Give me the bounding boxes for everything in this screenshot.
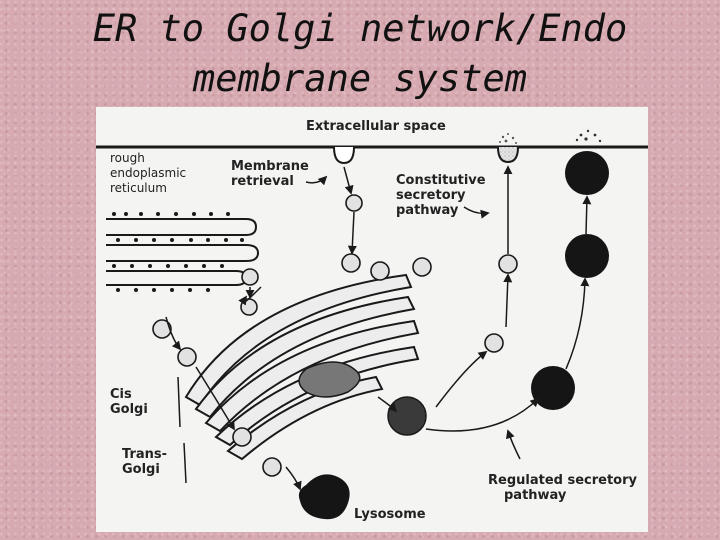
label-trans-golgi-line1: Trans-: [122, 447, 168, 462]
label-trans-golgi: Trans- Golgi: [122, 447, 167, 477]
trans-bracket: [183, 442, 187, 484]
secretory-granule: [531, 366, 575, 410]
label-constitutive-pathway: Constitutive secretory pathway: [396, 173, 486, 218]
golgi-stack: [184, 273, 420, 461]
constitutive-arrow: [463, 206, 490, 219]
cis-bracket: [177, 376, 181, 428]
title-line-1: ER to Golgi network/Endo: [92, 7, 628, 50]
label-rough-er: rough endoplasmic reticulum: [110, 151, 186, 196]
er-ribosomes: [112, 212, 244, 292]
label-extracellular-space: Extracellular space: [306, 119, 446, 134]
secretory-granule: [565, 151, 609, 195]
label-rough-er-line1: rough: [110, 151, 145, 165]
label-membrane-retrieval-line1: Membrane: [231, 159, 309, 174]
label-regulated-line2: pathway: [504, 488, 567, 503]
label-rough-er-line2: endoplasmic: [110, 166, 187, 180]
label-constitutive-line1: Constitutive: [396, 173, 486, 188]
endocytic-pit: [333, 146, 355, 165]
secretory-granule: [565, 234, 609, 278]
slide-title: ER to Golgi network/Endo membrane system: [0, 4, 720, 104]
label-cis-golgi: Cis Golgi: [110, 387, 148, 417]
title-line-2: membrane system: [192, 57, 528, 100]
label-membrane-retrieval-line2: retrieval: [231, 174, 294, 189]
regulated-exocytosis: [575, 129, 602, 143]
label-regulated-line1: Regulated secretory: [488, 473, 637, 488]
label-cis-golgi-line2: Golgi: [110, 402, 148, 417]
immature-granule: [387, 396, 427, 436]
regulated-arrow: [506, 429, 521, 460]
label-membrane-retrieval: Membrane retrieval: [231, 159, 309, 189]
label-trans-golgi-line2: Golgi: [122, 462, 160, 477]
transport-vesicles: [152, 194, 518, 477]
lysosome-shape: [298, 474, 350, 520]
condensing-vacuole: [298, 361, 361, 398]
label-constitutive-line3: pathway: [396, 203, 459, 218]
label-rough-er-line3: reticulum: [110, 181, 167, 195]
er-golgi-diagram: Extracellular space rough endoplasmic re…: [96, 107, 648, 532]
label-cis-golgi-line1: Cis: [110, 387, 132, 402]
retrieval-arrow: [305, 175, 328, 186]
label-constitutive-line2: secretory: [396, 188, 466, 203]
rough-er: [106, 218, 260, 286]
constitutive-exocytosis: [499, 133, 517, 144]
label-regulated-pathway: Regulated secretory pathway: [488, 473, 637, 503]
label-lysosome: Lysosome: [354, 507, 426, 522]
